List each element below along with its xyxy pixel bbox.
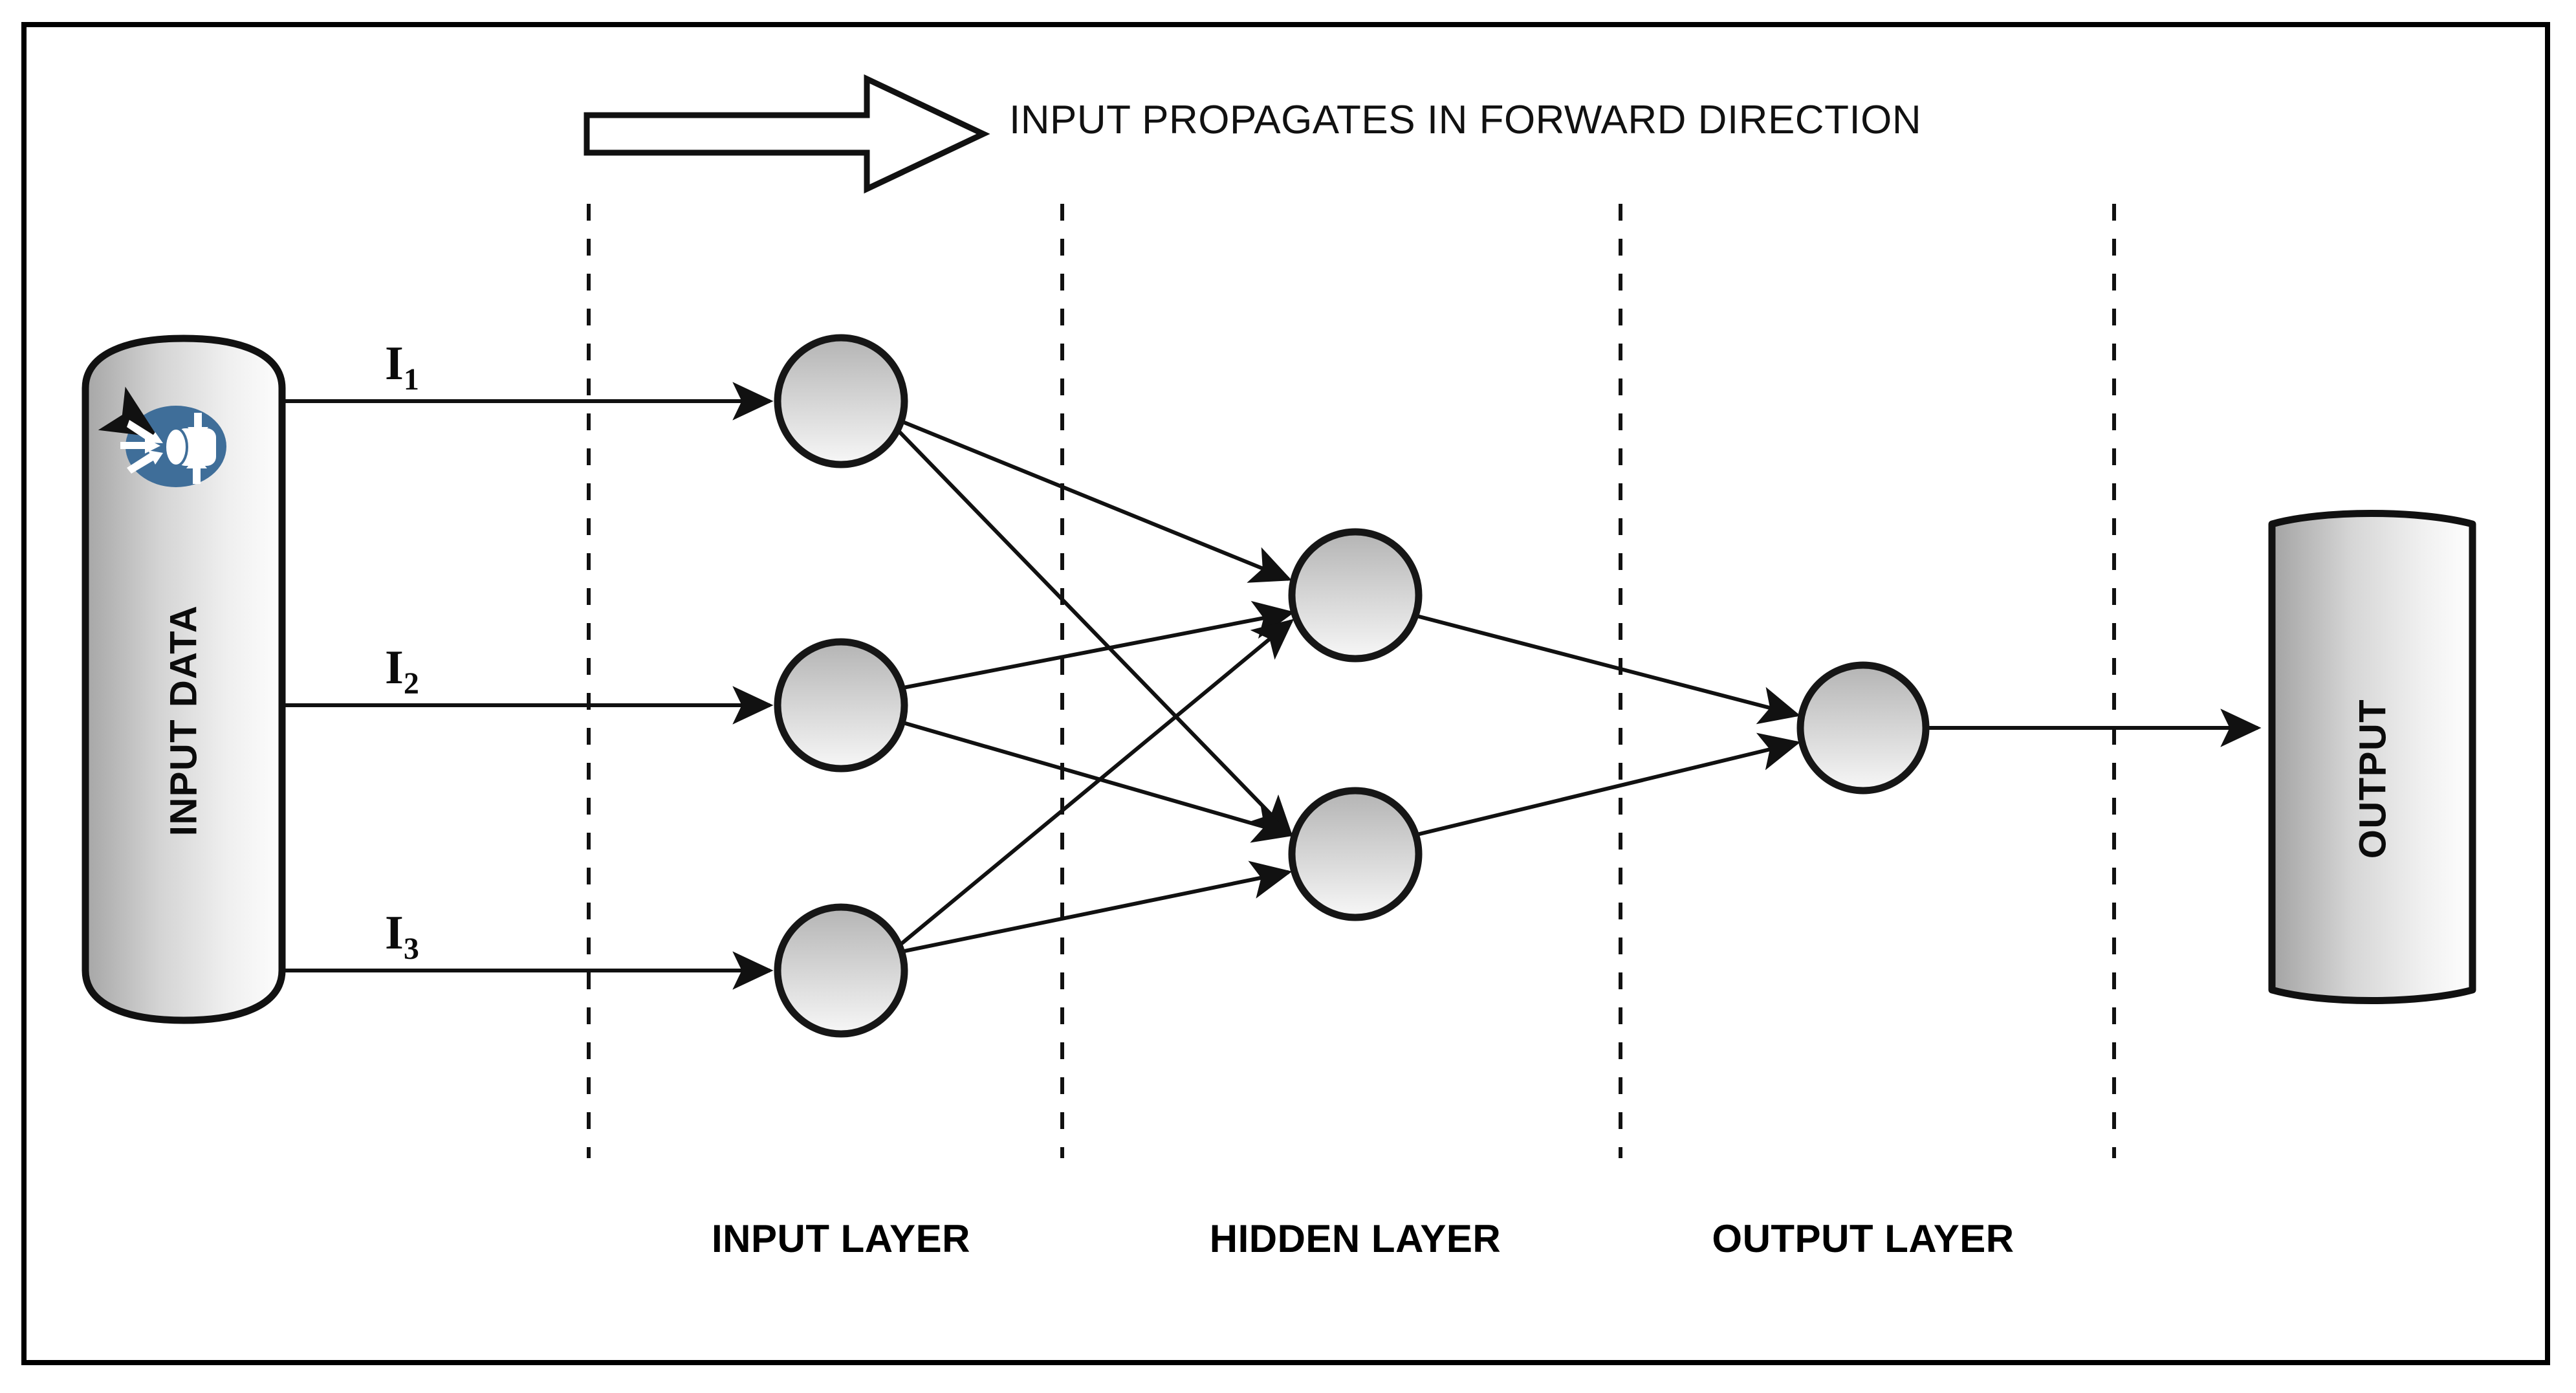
edge-h1-o1 xyxy=(1416,614,1801,725)
input-node-3[interactable] xyxy=(774,903,908,1038)
forward-propagation-label: INPUT PROPAGATES IN FORWARD DIRECTION xyxy=(1009,98,1922,142)
data-import-icon xyxy=(98,386,226,487)
hidden-node-2[interactable] xyxy=(1288,787,1423,921)
input-feed-lines xyxy=(281,382,774,990)
edge-i1-h1 xyxy=(900,419,1293,583)
edges-input-to-hidden xyxy=(896,419,1295,954)
input-signal-label-1: I1 xyxy=(385,337,419,397)
input-signal-label-2: I2 xyxy=(385,641,419,701)
forward-propagation-arrow-icon xyxy=(584,74,990,194)
edge-i3-h2 xyxy=(901,861,1293,954)
output-cylinder xyxy=(2268,510,2476,1004)
output-label: OUTPUT xyxy=(2352,698,2394,859)
input-layer-nodes xyxy=(774,334,908,1038)
edge-i2-h1 xyxy=(902,600,1295,690)
layer-label-output: OUTPUT LAYER xyxy=(1712,1217,2014,1260)
input-node-1[interactable] xyxy=(774,334,908,468)
edge-i1-h2 xyxy=(896,428,1293,837)
edge-i2-h2 xyxy=(902,721,1295,843)
figure-border xyxy=(21,22,2550,1365)
edges-hidden-to-output xyxy=(1416,614,1801,837)
output-node-1[interactable] xyxy=(1796,661,1930,795)
hidden-node-1[interactable] xyxy=(1288,528,1423,663)
input-data-label: INPUT DATA xyxy=(162,604,205,837)
output-layer-nodes xyxy=(1796,661,1930,795)
layer-label-input: INPUT LAYER xyxy=(711,1217,970,1260)
input-signal-label-3: I3 xyxy=(385,906,419,966)
hidden-layer-nodes xyxy=(1288,528,1423,921)
layer-label-hidden: HIDDEN LAYER xyxy=(1209,1217,1501,1260)
edge-i3-h1 xyxy=(897,619,1294,949)
edge-h2-o1 xyxy=(1416,732,1801,837)
input-node-2[interactable] xyxy=(774,638,908,773)
